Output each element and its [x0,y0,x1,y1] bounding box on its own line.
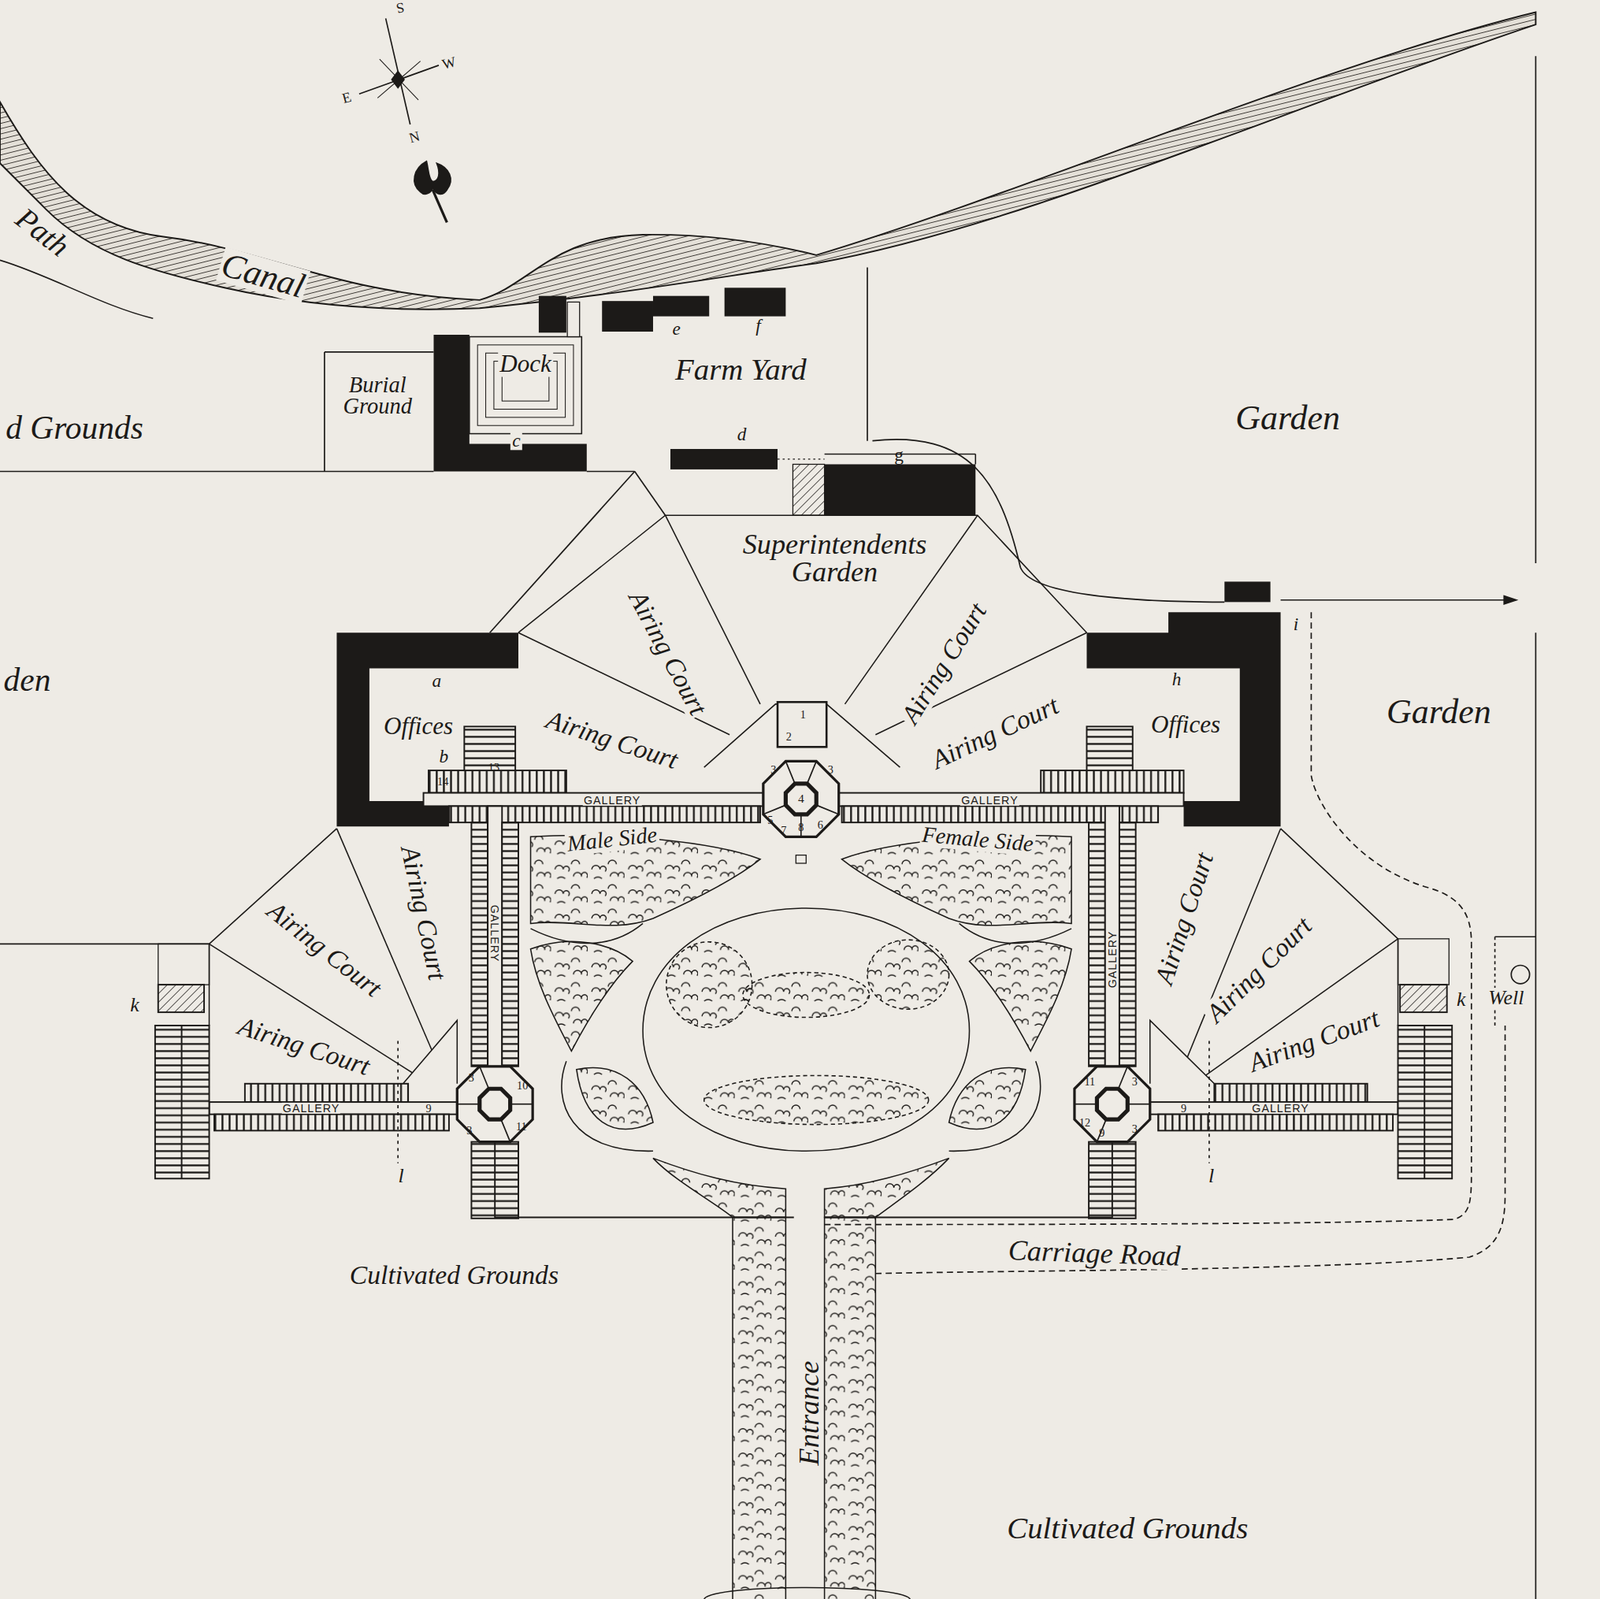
map-label: k [1455,989,1468,1010]
callout-number: 11 [1084,1076,1096,1088]
callout-number: 3 [770,764,776,776]
callout-number: 11 [516,1121,528,1133]
well-symbol [1510,965,1530,984]
gallery-label: GALLERY [1251,1102,1310,1114]
callout-number: 5 [767,814,773,826]
map-label: b [438,747,451,766]
map-label: Airing Court [1149,847,1218,989]
callout-number: N [407,128,421,145]
callout-number: 7 [780,824,787,836]
offices-blocks [336,612,1281,827]
map-label: c [510,431,522,450]
callout-number: 3 [1132,1076,1138,1088]
callout-number: 2 [786,731,792,743]
map-label: Offices [382,714,455,739]
court-walls [209,515,1399,1084]
callout-number: 3 [468,1072,475,1084]
map-label: k [128,994,142,1016]
callout-number: 3 [1132,1122,1138,1134]
map-label: d [735,425,749,444]
carriage-road [397,612,1505,1274]
farm-buildings [433,287,1270,602]
callout-number: E [341,89,353,106]
callout-number: 4 [798,792,805,806]
map-label: Airing Court [926,690,1065,774]
map-label: Cultivated Grounds [348,1262,561,1289]
callout-number: 9 [1180,1102,1187,1114]
callout-number: 12 [1079,1117,1091,1129]
map-label: Male Side [564,824,661,857]
map-label: Superintendents Garden [705,530,965,587]
callout-number: 13 [488,761,500,773]
map-label: Airing Court [396,842,452,984]
callout-number: 3 [466,1124,472,1136]
gallery-label: GALLERY [489,904,501,963]
map-label: f [753,317,762,336]
callout-number: 9 [425,1102,431,1114]
map-label: Airing Court [233,1011,375,1081]
map-label: Entrance [794,1359,824,1468]
map-label: den [2,664,53,697]
callout-number: g [894,445,904,465]
callout-number: W [440,54,457,72]
callout-number: 8 [798,821,804,833]
callout-number: 9 [1098,1127,1105,1139]
map-label: h [1170,670,1184,689]
map-label: a [430,672,444,691]
callout-number: 3 [827,764,834,776]
map-label: Path [9,201,77,264]
map-label: Garden [1233,400,1342,436]
pleasure-grounds [530,835,1072,1599]
map-label: Burial Ground [324,374,431,419]
map-label: Airing Court [541,705,684,775]
map-label: Garden [1384,694,1493,730]
map-label: Canal [215,246,310,305]
map-label: l [1206,1166,1216,1188]
map-label: Airing Court [1200,910,1318,1029]
gallery-label: GALLERY [282,1102,341,1114]
canal [0,12,1536,320]
callout-number: S [394,0,405,17]
map-label: Offices [1149,712,1222,737]
gallery-label: GALLERY [960,794,1019,806]
compass-rose [359,18,451,223]
map-label: Airing Court [261,895,388,1003]
map-label: Cultivated Grounds [1005,1513,1250,1545]
map-label: d Grounds [3,412,145,445]
map-label: l [396,1166,405,1188]
map-label: e [671,320,683,339]
callout-number: 1 [800,709,806,721]
map-label: Farm Yard [673,353,809,385]
map-label: Airing Court [895,597,992,730]
map-label: Dock [497,352,554,377]
map-label: Airing Court [1243,1004,1385,1077]
map-label: Carriage Road [1006,1236,1183,1271]
map-label: Well [1486,987,1526,1009]
callout-number: 14 [437,775,449,788]
map-label: Airing Court [623,585,713,721]
map-label: i [1291,615,1300,634]
gallery-label: GALLERY [582,794,642,806]
map-label: Female Side [919,823,1036,856]
callout-number: 10 [516,1080,528,1092]
galleries [155,726,1452,1218]
gallery-label: GALLERY [1106,929,1118,988]
callout-number: 6 [817,818,824,830]
